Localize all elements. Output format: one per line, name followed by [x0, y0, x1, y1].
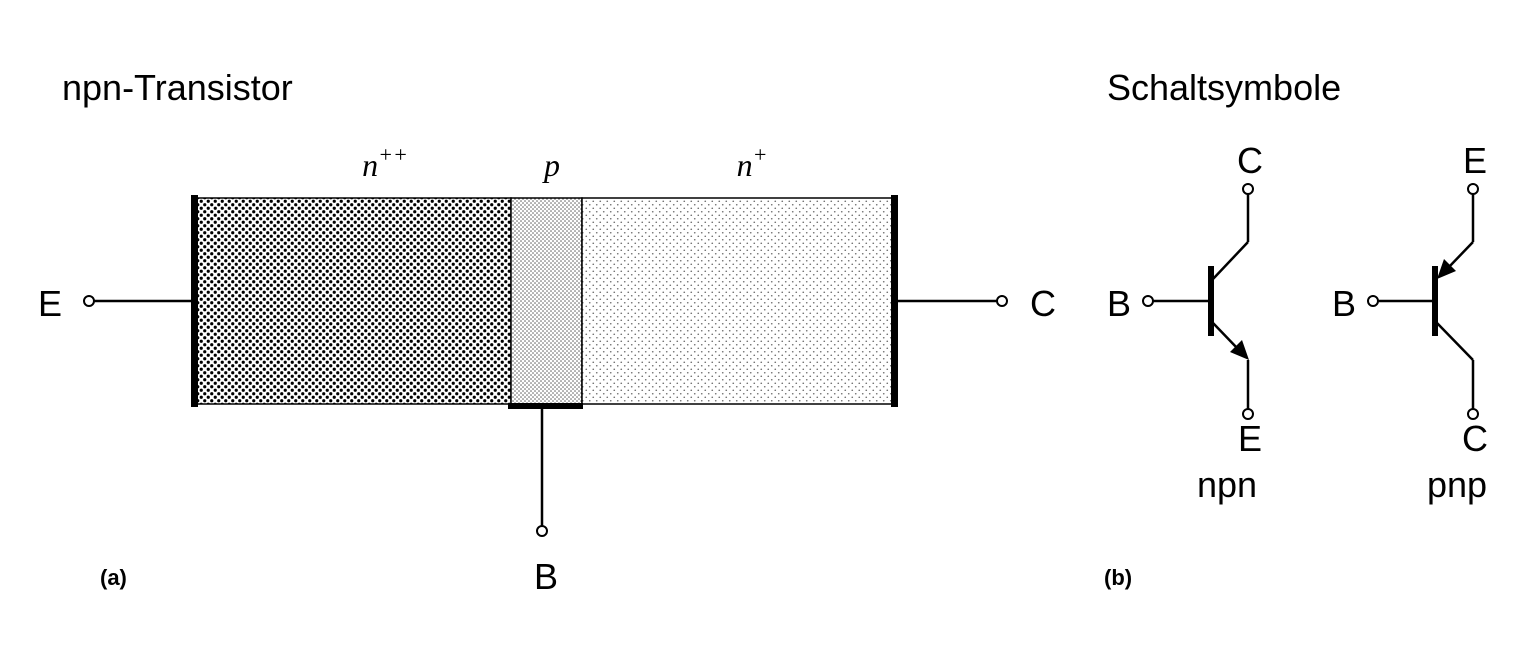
base-label: B [534, 556, 558, 597]
collector-terminal-dot [996, 295, 1008, 307]
panel-b-tag: (b) [1104, 565, 1132, 590]
collector-label: C [1030, 283, 1056, 324]
emitter-terminal-dot [83, 295, 95, 307]
pnp-caption: pnp [1427, 464, 1487, 505]
region-label-collector-sup: + [753, 142, 768, 167]
npn-bottom-label: E [1238, 418, 1262, 459]
panel-a-tag: (a) [100, 565, 127, 590]
npn-left-label: B [1107, 283, 1131, 324]
npn-top-label: C [1237, 140, 1263, 181]
region-label-collector: n+ [737, 142, 768, 183]
npn-caption: npn [1197, 464, 1257, 505]
emitter-contact [191, 195, 198, 407]
base-contact [508, 403, 583, 409]
pnp-left-label: B [1332, 283, 1356, 324]
region-label-emitter-sup: ++ [378, 142, 408, 167]
panel-b-title: Schaltsymbole [1107, 67, 1341, 108]
emitter-label: E [38, 283, 62, 324]
base-terminal-dot [536, 525, 548, 537]
npn-symbol [1142, 183, 1254, 420]
panel-a-title: npn-Transistor [62, 67, 293, 108]
pnp-symbol [1367, 183, 1479, 420]
pnp-bottom-label: C [1462, 418, 1488, 459]
region-label-emitter-base: n [362, 147, 378, 183]
pnp-top-label: E [1463, 140, 1487, 181]
pnp-emitter-arrow-icon [1437, 259, 1456, 279]
collector-region [581, 197, 895, 405]
region-label-emitter: n++ [362, 142, 408, 183]
region-label-base-base: p [542, 147, 560, 183]
region-label-base: p [542, 147, 560, 183]
base-region [510, 197, 583, 405]
emitter-region [194, 197, 512, 405]
collector-contact [891, 195, 898, 407]
region-label-collector-base: n [737, 147, 753, 183]
npn-emitter-arrow-icon [1230, 340, 1249, 360]
